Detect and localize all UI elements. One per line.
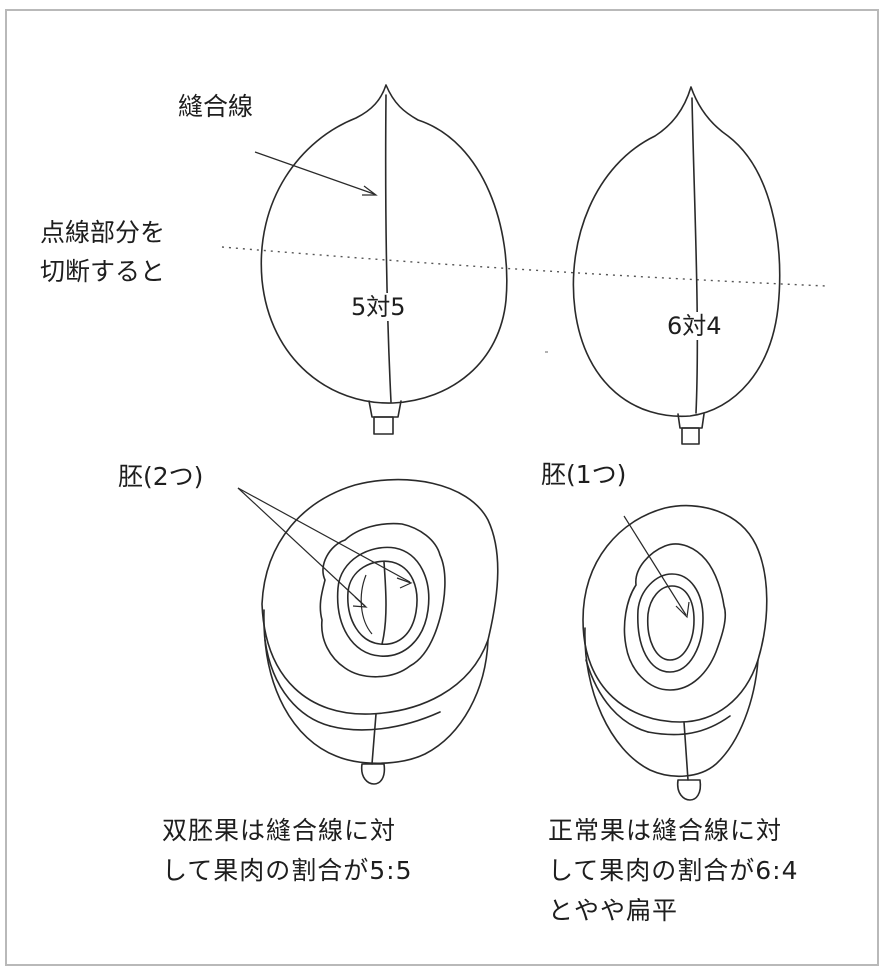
- caption-left-line-2: して果肉の割合が5:5: [162, 856, 413, 885]
- right-stem: [677, 413, 705, 445]
- left-fruit-outline: [260, 84, 508, 404]
- caption-left-line-1: 双胚果は縫合線に対: [162, 816, 397, 845]
- suture-pointer-arrow: [254, 151, 375, 195]
- embryo-one-pointer: [623, 515, 687, 616]
- right-cross-section: [582, 504, 768, 801]
- left-suture-line: [384, 94, 392, 403]
- figure-frame: [5, 9, 879, 966]
- embryo-one-label: 胚(1つ): [541, 460, 627, 489]
- caption-right-line-1: 正常果は縫合線に対: [548, 816, 783, 845]
- suture-label: 縫合線: [178, 92, 254, 121]
- embryo-two-pointer-1: [237, 487, 366, 607]
- caption-right-line-2: して果肉の割合が6:4: [548, 856, 799, 885]
- right-fruit-outline: [572, 86, 781, 418]
- right-suture-line: [691, 97, 699, 414]
- left-stem: [368, 400, 402, 435]
- embryo-two-label: 胚(2つ): [118, 462, 204, 491]
- cut-dotted-line: [221, 246, 827, 287]
- ratio-left-label: 5対5: [349, 293, 408, 322]
- caption-right-line-3: とやや扁平: [548, 896, 679, 925]
- dotted-part-label: 点線部分を: [40, 218, 166, 247]
- ratio-right-label: 6対4: [665, 312, 724, 341]
- cut-label: 切断すると: [40, 257, 166, 286]
- left-cross-section: [261, 478, 499, 785]
- embryo-two-pointer-2: [237, 487, 411, 583]
